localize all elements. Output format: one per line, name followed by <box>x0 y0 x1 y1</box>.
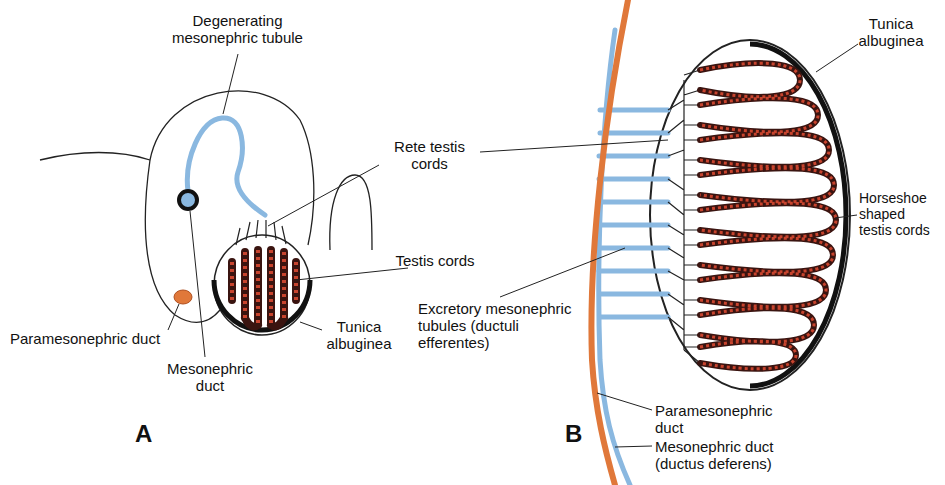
part-label: Paramesonephric duct <box>10 330 185 347</box>
ridge-outline <box>40 153 150 161</box>
horseshoe-cords <box>700 63 836 369</box>
paramesonephric-duct <box>591 0 628 485</box>
part-label: Tunica albuginea <box>850 15 932 49</box>
leader-line <box>615 446 652 447</box>
rete-cords <box>236 220 286 245</box>
part-label: Rete testis cords <box>382 138 477 172</box>
testis-cord <box>700 63 836 369</box>
mesonephric-duct <box>179 191 197 209</box>
leader-line <box>500 248 625 297</box>
leader-line <box>296 268 408 280</box>
leader-line <box>168 304 179 330</box>
leader-line <box>597 393 652 410</box>
part-label: Horseshoe shaped testis cords <box>859 190 941 238</box>
gonad-outline <box>214 235 310 335</box>
leader-line <box>816 44 858 72</box>
paramesonephric-duct <box>174 290 192 304</box>
ridge-outline <box>40 91 372 322</box>
panel-letter: A <box>135 420 165 448</box>
part-label: Tunica albuginea <box>318 318 400 352</box>
testis-cord <box>232 250 296 325</box>
leader-line <box>480 140 668 152</box>
rete-testis <box>668 70 700 363</box>
leader-line <box>835 215 857 218</box>
ridge-outline <box>150 91 314 245</box>
rete-testis <box>236 220 286 245</box>
leader-line <box>268 165 379 226</box>
part-label: Degenerating mesonephric tubule <box>165 12 310 46</box>
part-label: Mesonephric duct (ductus deferens) <box>655 438 795 472</box>
leader-line <box>223 54 238 114</box>
testis-cord <box>700 63 836 369</box>
panel-letter: B <box>565 420 595 448</box>
leader-line <box>300 322 322 330</box>
mesonephric-duct <box>599 30 630 485</box>
testis-outline <box>650 40 850 390</box>
ridge-outline <box>330 175 372 250</box>
ridge-outline <box>145 160 220 322</box>
part-label: Excretory mesonephric tubules (ductuli e… <box>418 300 580 351</box>
part-label: Testis cords <box>395 252 475 269</box>
part-label: Paramesonephric duct <box>655 402 780 436</box>
testis-cords <box>232 250 296 326</box>
leader-lines <box>168 44 858 447</box>
leader-line <box>190 211 205 357</box>
part-label: Mesonephric duct <box>160 360 260 394</box>
mesonephric-tubule <box>187 118 265 215</box>
testis-cord <box>232 250 296 326</box>
